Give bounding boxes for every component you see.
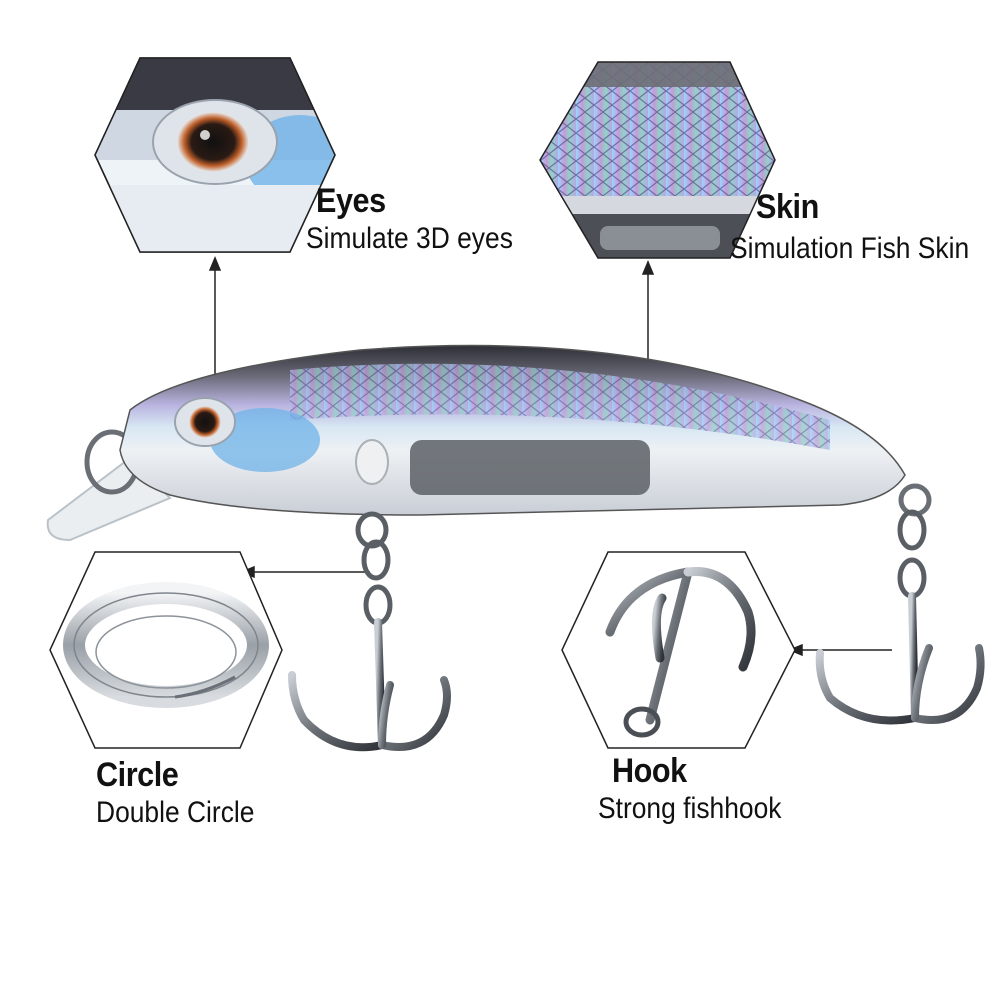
hook-title: Hook xyxy=(612,752,687,790)
hook-arrowhead xyxy=(788,643,803,657)
tail-treble-hook xyxy=(815,509,985,725)
circle-description: Double Circle xyxy=(96,796,255,829)
hook-description: Strong fishhook xyxy=(598,792,782,825)
eyes-title: Eyes xyxy=(316,182,386,220)
fishing-lure-icon xyxy=(46,344,932,542)
belly-treble-hook xyxy=(288,511,451,752)
circle-title: Circle xyxy=(96,756,179,794)
eyes-arrowhead xyxy=(208,256,222,271)
eye-closeup-icon xyxy=(94,57,336,253)
skin-title: Skin xyxy=(756,188,819,226)
skin-arrowhead xyxy=(641,260,655,275)
treble-hook-icon xyxy=(561,551,796,749)
eyes-description: Simulate 3D eyes xyxy=(306,222,513,255)
skin-description: Simulation Fish Skin xyxy=(730,232,970,265)
split-ring-icon xyxy=(49,551,283,749)
